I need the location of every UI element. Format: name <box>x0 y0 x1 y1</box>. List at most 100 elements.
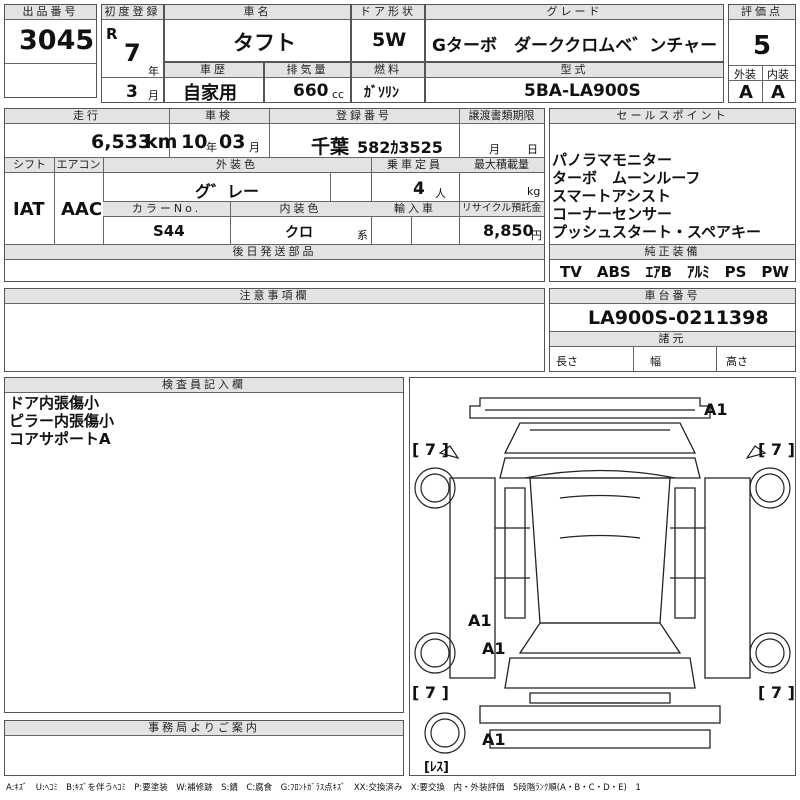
inspection-month-unit: 月 <box>249 141 260 154</box>
inspection-label: 車検 <box>169 109 269 124</box>
inspector-box: 検査員記入欄 ドア内張傷小 ピラー内張傷小 コアサポートA <box>4 377 404 713</box>
car-name: タフト <box>233 31 296 55</box>
history-box: 車歴 自家用 <box>164 62 264 104</box>
spare-tire: [ﾚｽ] <box>424 760 449 775</box>
capacity: 4 <box>413 179 425 199</box>
chassis-box: 車台番号 LA900S-0211398 諸元 長さ 幅 高さ <box>549 288 796 372</box>
history-label: 車歴 <box>165 63 263 78</box>
notes-label: 注意事項欄 <box>5 289 544 304</box>
damage-mark: A1 <box>482 639 506 658</box>
tire-tread-front-right: [ 7 ] <box>758 440 795 459</box>
transfer-month-unit: 月 <box>489 143 500 156</box>
sales-point-item: スマートアシスト <box>552 187 671 205</box>
door-type: 5W <box>372 29 407 51</box>
fuel: ｶﾞｿﾘﾝ <box>364 85 399 101</box>
lot-box: 出品番号 3045 <box>4 4 97 98</box>
history: 自家用 <box>183 83 237 104</box>
sales-point-item: プッシュスタート・スペアキー <box>552 223 761 241</box>
lot-number: 3045 <box>19 25 95 56</box>
transfer-label: 譲渡書類期限 <box>459 109 544 124</box>
notes-box: 注意事項欄 <box>4 288 545 372</box>
later-parts-label: 後日発送部品 <box>5 245 544 260</box>
model-label: 型式 <box>426 63 723 78</box>
score-box: 評価点 5 外装 内装 A A <box>728 4 796 103</box>
fuel-box: 燃料 ｶﾞｿﾘﾝ <box>351 62 425 103</box>
year-unit: 年 <box>148 65 159 78</box>
plate-label: 登録番号 <box>269 109 459 124</box>
mileage-unit: km <box>145 131 178 153</box>
car-name-box: 車名 タフト <box>164 4 351 62</box>
car-diagram-box: A1 A1 A1 A1 [ 7 ] [ 7 ] [ 7 ] [ 7 ] [ﾚｽ] <box>409 377 796 776</box>
shift: IAT <box>13 199 45 220</box>
car-diagram <box>414 397 791 754</box>
model-box: 型式 5BA-LA900S <box>425 62 724 103</box>
lot-label: 出品番号 <box>5 5 96 20</box>
displacement: 660 <box>293 81 329 101</box>
car-name-label: 車名 <box>165 5 350 20</box>
inspector-note: ドア内張傷小 <box>9 394 100 412</box>
spec-label: 諸元 <box>550 332 795 347</box>
color-label: 外装色 <box>103 158 371 173</box>
intcolor-label: 内装色 <box>230 202 371 217</box>
office-label: 事務局よりご案内 <box>5 721 403 736</box>
ext-rating: A <box>739 82 753 103</box>
inspection-month: 03 <box>219 131 246 153</box>
capacity-label: 乗車定員 <box>371 158 459 173</box>
door-box: ドア形状 5W <box>351 4 425 62</box>
legend: A:ｷｽﾞ U:ﾍｺﾐ B:ｷｽﾞを伴うﾍｺﾐ P:要塗装 W:補修跡 S:錆 … <box>6 783 641 793</box>
damage-mark: A1 <box>468 611 492 630</box>
model: 5BA-LA900S <box>524 81 641 101</box>
recycle-label: リサイクル預託金 <box>459 202 544 217</box>
length-label: 長さ <box>556 355 578 368</box>
grade-box: グレード Gターボ ダーククロムベ゛ンチャー <box>425 4 724 62</box>
displacement-label: 排気量 <box>265 63 350 78</box>
exterior-color: グ゛レー <box>195 182 260 201</box>
color-number: S44 <box>153 222 185 240</box>
ext-label: 外装 <box>734 68 756 81</box>
plate-prefecture: 千葉 <box>311 136 350 158</box>
displacement-unit: cc <box>332 88 345 101</box>
sales-points-label: セールスポイント <box>550 109 795 124</box>
ac: AAC <box>61 199 103 220</box>
inspector-label: 検査員記入欄 <box>5 378 403 393</box>
sales-point-item: コーナーセンサー <box>552 205 673 223</box>
tire-tread-front-left: [ 7 ] <box>412 440 449 459</box>
equipment: TV ABS ｴｱB ｱﾙﾐ PS PW <box>560 263 789 281</box>
first-registration-label: 初度登録 <box>102 5 163 20</box>
grade: Gターボ ダーククロムベ゛ンチャー <box>432 36 718 56</box>
tire-tread-rear-left: [ 7 ] <box>412 683 449 702</box>
score: 5 <box>753 31 772 61</box>
width-label: 幅 <box>650 355 661 368</box>
load-unit: kg <box>527 185 541 198</box>
damage-mark: A1 <box>704 400 728 419</box>
inspector-note: ピラー内張傷小 <box>9 412 115 430</box>
score-label: 評価点 <box>729 5 795 20</box>
plate-number: 582ｶ3525 <box>357 138 443 157</box>
chassis-label: 車台番号 <box>550 289 795 304</box>
interior-color: クロ <box>285 225 313 241</box>
grade-label: グレード <box>426 5 723 20</box>
inspector-note: コアサポートA <box>9 430 111 448</box>
chassis-number: LA900S-0211398 <box>588 307 769 329</box>
sales-points-box: セールスポイント パノラマモニター ターボ ムーンルーフ スマートアシスト コー… <box>549 108 796 282</box>
capacity-unit: 人 <box>435 187 446 200</box>
reg-month: 3 <box>126 82 138 102</box>
era: R <box>106 25 118 43</box>
mileage-label: 走行 <box>5 109 169 124</box>
equipment-label: 純正装備 <box>550 245 795 260</box>
sales-point-item: パノラマモニター <box>552 151 673 169</box>
displacement-box: 排気量 660 cc <box>264 62 351 103</box>
import-label: 輸入車 <box>371 202 459 217</box>
reg-year: 7 <box>124 39 141 67</box>
door-label: ドア形状 <box>352 5 424 20</box>
tire-tread-rear-right: [ 7 ] <box>758 683 795 702</box>
mileage: 6,533 <box>91 131 152 153</box>
sales-point-item: ターボ ムーンルーフ <box>552 169 701 187</box>
damage-mark: A1 <box>482 730 506 749</box>
interior-color-unit: 系 <box>357 229 368 242</box>
inspection-year: 10 <box>181 131 208 153</box>
int-label: 内装 <box>767 68 789 81</box>
vehicle-info-box: 走行 車検 登録番号 譲渡書類期限 6,533 km 10 年 03 月 千葉 … <box>4 108 545 282</box>
load-label: 最大積載量 <box>459 158 544 173</box>
fuel-label: 燃料 <box>352 63 424 78</box>
